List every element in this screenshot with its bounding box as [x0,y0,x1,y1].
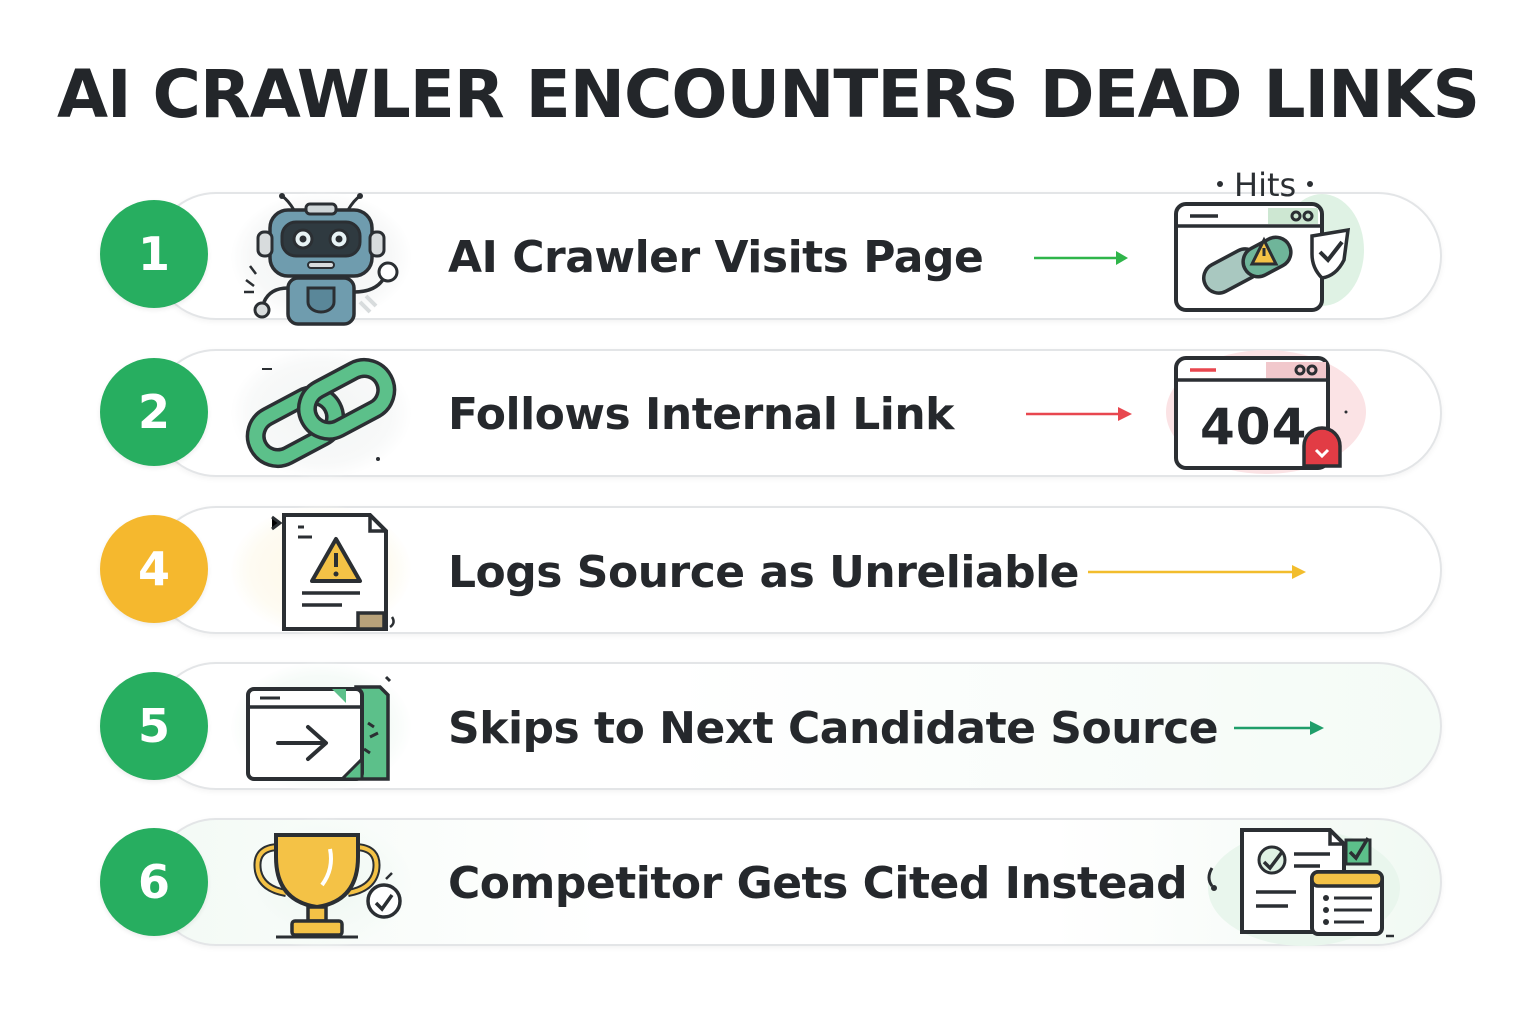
result-caption-hits: Hits [1234,166,1297,204]
step-label-1: AI Crawler Visits Page [448,232,984,283]
step-badge-4: 4 [100,515,208,623]
error-code-text: 404 [1200,398,1308,456]
page-title: AI CRAWLER ENCOUNTERS DEAD LINKS [56,56,1480,133]
error-404-browser-icon: 404 [1156,346,1376,480]
step-label-6: Competitor Gets Cited Instead [448,858,1188,909]
cited-documents-icon [1200,822,1400,946]
warning-document-icon [226,505,416,635]
arrow-icon-4 [1088,565,1306,579]
step-badge-2: 2 [100,358,208,466]
broken-link-browser-icon: Hits [1172,160,1372,320]
robot-icon [226,192,416,326]
trophy-icon [226,818,416,948]
step-badge-5: 5 [100,672,208,780]
step-label-2: Follows Internal Link [448,389,954,440]
step-label-4: Logs Source as Unreliable [448,547,1080,598]
chain-link-icon [226,348,416,478]
step-badge-1: 1 [100,200,208,308]
step-label-5: Skips to Next Candidate Source [448,703,1219,754]
arrow-icon-1 [1034,251,1128,265]
arrow-icon-5 [1234,721,1324,735]
step-badge-6: 6 [100,828,208,936]
skip-window-icon [226,662,416,792]
arrow-icon-2 [1026,407,1132,421]
